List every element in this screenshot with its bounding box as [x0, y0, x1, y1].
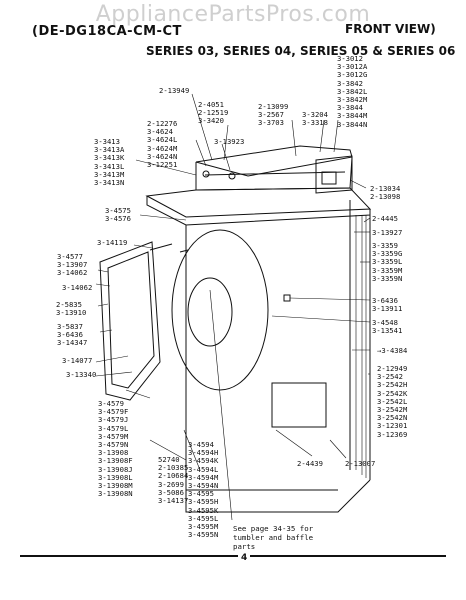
label-group-13927: 3-13927 — [372, 228, 403, 237]
label-group-5837: 3-5837 3-6436 3-14347 — [57, 322, 88, 348]
label-group-4548: 3-4548 3-13541 — [372, 318, 403, 336]
label-group-4575: 3-4575 3-4576 — [105, 206, 131, 224]
lint-slot — [179, 249, 189, 253]
door-opening — [171, 229, 269, 391]
model-number: DE-DG18CA-CM-CT — [38, 24, 182, 39]
dryer-top — [145, 187, 372, 218]
label-group-5835: 2-5835 3-13910 — [56, 300, 87, 318]
label-group-4384: →3-4384 — [377, 346, 408, 355]
selector-knob — [202, 170, 210, 178]
side-hatching — [355, 215, 367, 478]
leader-lines — [95, 93, 371, 521]
label-group-12949: 2-12949 3-2542 3-2542H 3-2542K 3-2542L 3… — [377, 364, 408, 439]
front-panel — [185, 225, 371, 513]
label-group-13923: 3-13923 — [214, 137, 245, 146]
console-top — [195, 145, 353, 177]
series-line: SERIES 03, SERIES 04, SERIES 05 & SERIES… — [146, 44, 456, 58]
door-hinge — [149, 243, 173, 251]
view-title: FRONT VIEW) — [345, 22, 436, 36]
door-inner-edge — [107, 251, 155, 389]
label-group-13949: 2-13949 — [159, 86, 190, 95]
label-group-3359: 3-3359 3-3359G 3-3359L 3-3359M 3-3359N — [372, 241, 403, 283]
page-number: 4 — [238, 553, 251, 563]
label-group-12276: 2-12276 3-4624 3-4624L 3-4624M 3-4624N 3… — [147, 119, 178, 170]
label-group-13034: 2-13034 2-13098 — [370, 184, 401, 202]
label-group-4051: 2-4051 2-12519 3-3420 — [198, 100, 229, 126]
label-group-4439: 2-4439 — [297, 459, 323, 468]
label-group-6436: 3-6436 3-13911 — [372, 296, 403, 314]
label-group-14077: 3-14077 — [62, 356, 93, 365]
label-group-13099: 2-13099 3-2567 3-3703 — [258, 102, 289, 128]
drum-inner — [187, 277, 233, 347]
label-group-14062b: 3-14062 — [62, 283, 93, 292]
timer-knob — [228, 172, 236, 180]
watermark: AppliancePartsPros.com — [95, 2, 371, 27]
view-label: FRONT VIEW — [345, 22, 431, 36]
label-group-4445: 2-4445 — [372, 214, 398, 223]
label-group-52740: 52740 2-10385 2-10684 3-2699 3-5086 3-14… — [158, 455, 189, 506]
label-group-3413: 3-3413 3-3413A 3-3413K 3-3413L 3-3413M 3… — [94, 137, 125, 188]
label-group-4594: 3-4594 3-4594H 3-4594K 3-4594L 3-4594M 3… — [188, 440, 219, 540]
control-knob-frame — [321, 171, 337, 185]
label-group-13340: 3-13340 — [66, 370, 97, 379]
label-group-4579: 3-4579 3-4579F 3-4579J 3-4579L 3-4579M 3… — [98, 399, 133, 499]
model-title: (DE-DG18CA-CM-CT — [32, 24, 182, 39]
label-4384: 3-4384 — [381, 346, 408, 355]
label-group-3204: 3-3204 3-3318 — [302, 110, 328, 128]
rating-plate — [283, 294, 291, 302]
control-box — [315, 155, 353, 194]
label-group-14119: 3-14119 — [97, 238, 128, 247]
access-panel — [271, 382, 327, 428]
label-group-3012: 3-3012 3-3012A 3-3012G 3-3842 3-3842L 3-… — [337, 54, 368, 129]
label-group-13007: 2-13007 — [345, 459, 376, 468]
tumbler-note: See page 34-35 for tumbler and baffle pa… — [233, 524, 314, 551]
dryer-door — [99, 241, 161, 401]
label-group-4577: 3-4577 3-13907 3-14062 — [57, 252, 88, 278]
